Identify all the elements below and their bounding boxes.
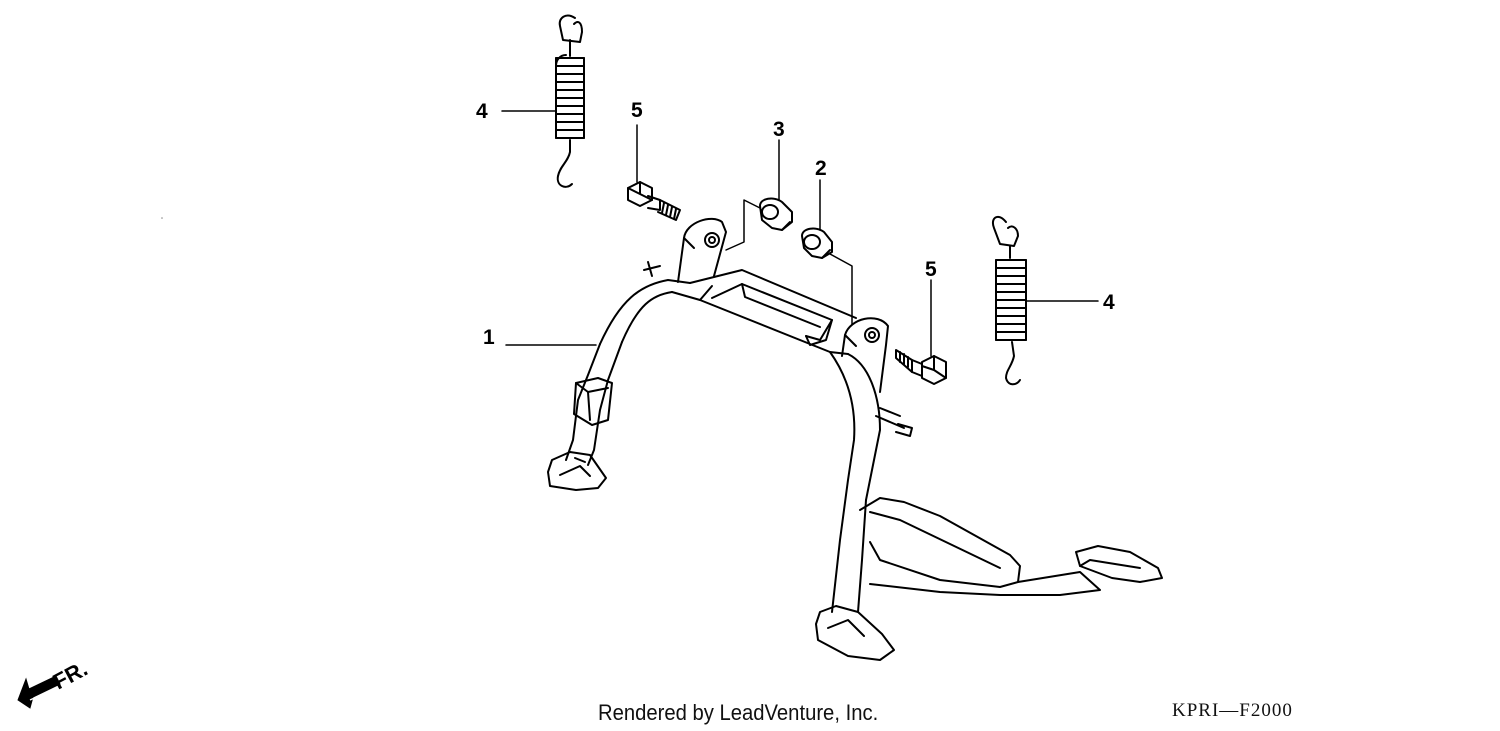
callout-3: 3 <box>773 118 785 141</box>
bolt-right <box>895 349 947 385</box>
callout-4-left: 4 <box>476 100 488 123</box>
spring-right <box>992 215 1027 386</box>
callout-1: 1 <box>483 326 495 349</box>
main-stand <box>547 217 1163 661</box>
front-direction-label: FR. <box>49 656 92 695</box>
bolt-left <box>627 181 681 221</box>
diagram-code: KPRI—F2000 <box>1172 700 1293 721</box>
callout-4-right: 4 <box>1103 291 1115 314</box>
callout-labels: 1 2 3 4 4 5 5 <box>476 99 1115 349</box>
callout-5-left: 5 <box>631 99 643 122</box>
credit-text: Rendered by LeadVenture, Inc. <box>598 700 879 725</box>
callout-2: 2 <box>815 157 827 180</box>
spring-left <box>555 14 585 188</box>
speck <box>161 217 163 219</box>
front-direction-arrow-icon: FR. <box>17 656 92 709</box>
collar-3 <box>759 197 793 231</box>
collar-2 <box>801 227 833 259</box>
callout-5-right: 5 <box>925 258 937 281</box>
leader-lines <box>501 110 1099 357</box>
